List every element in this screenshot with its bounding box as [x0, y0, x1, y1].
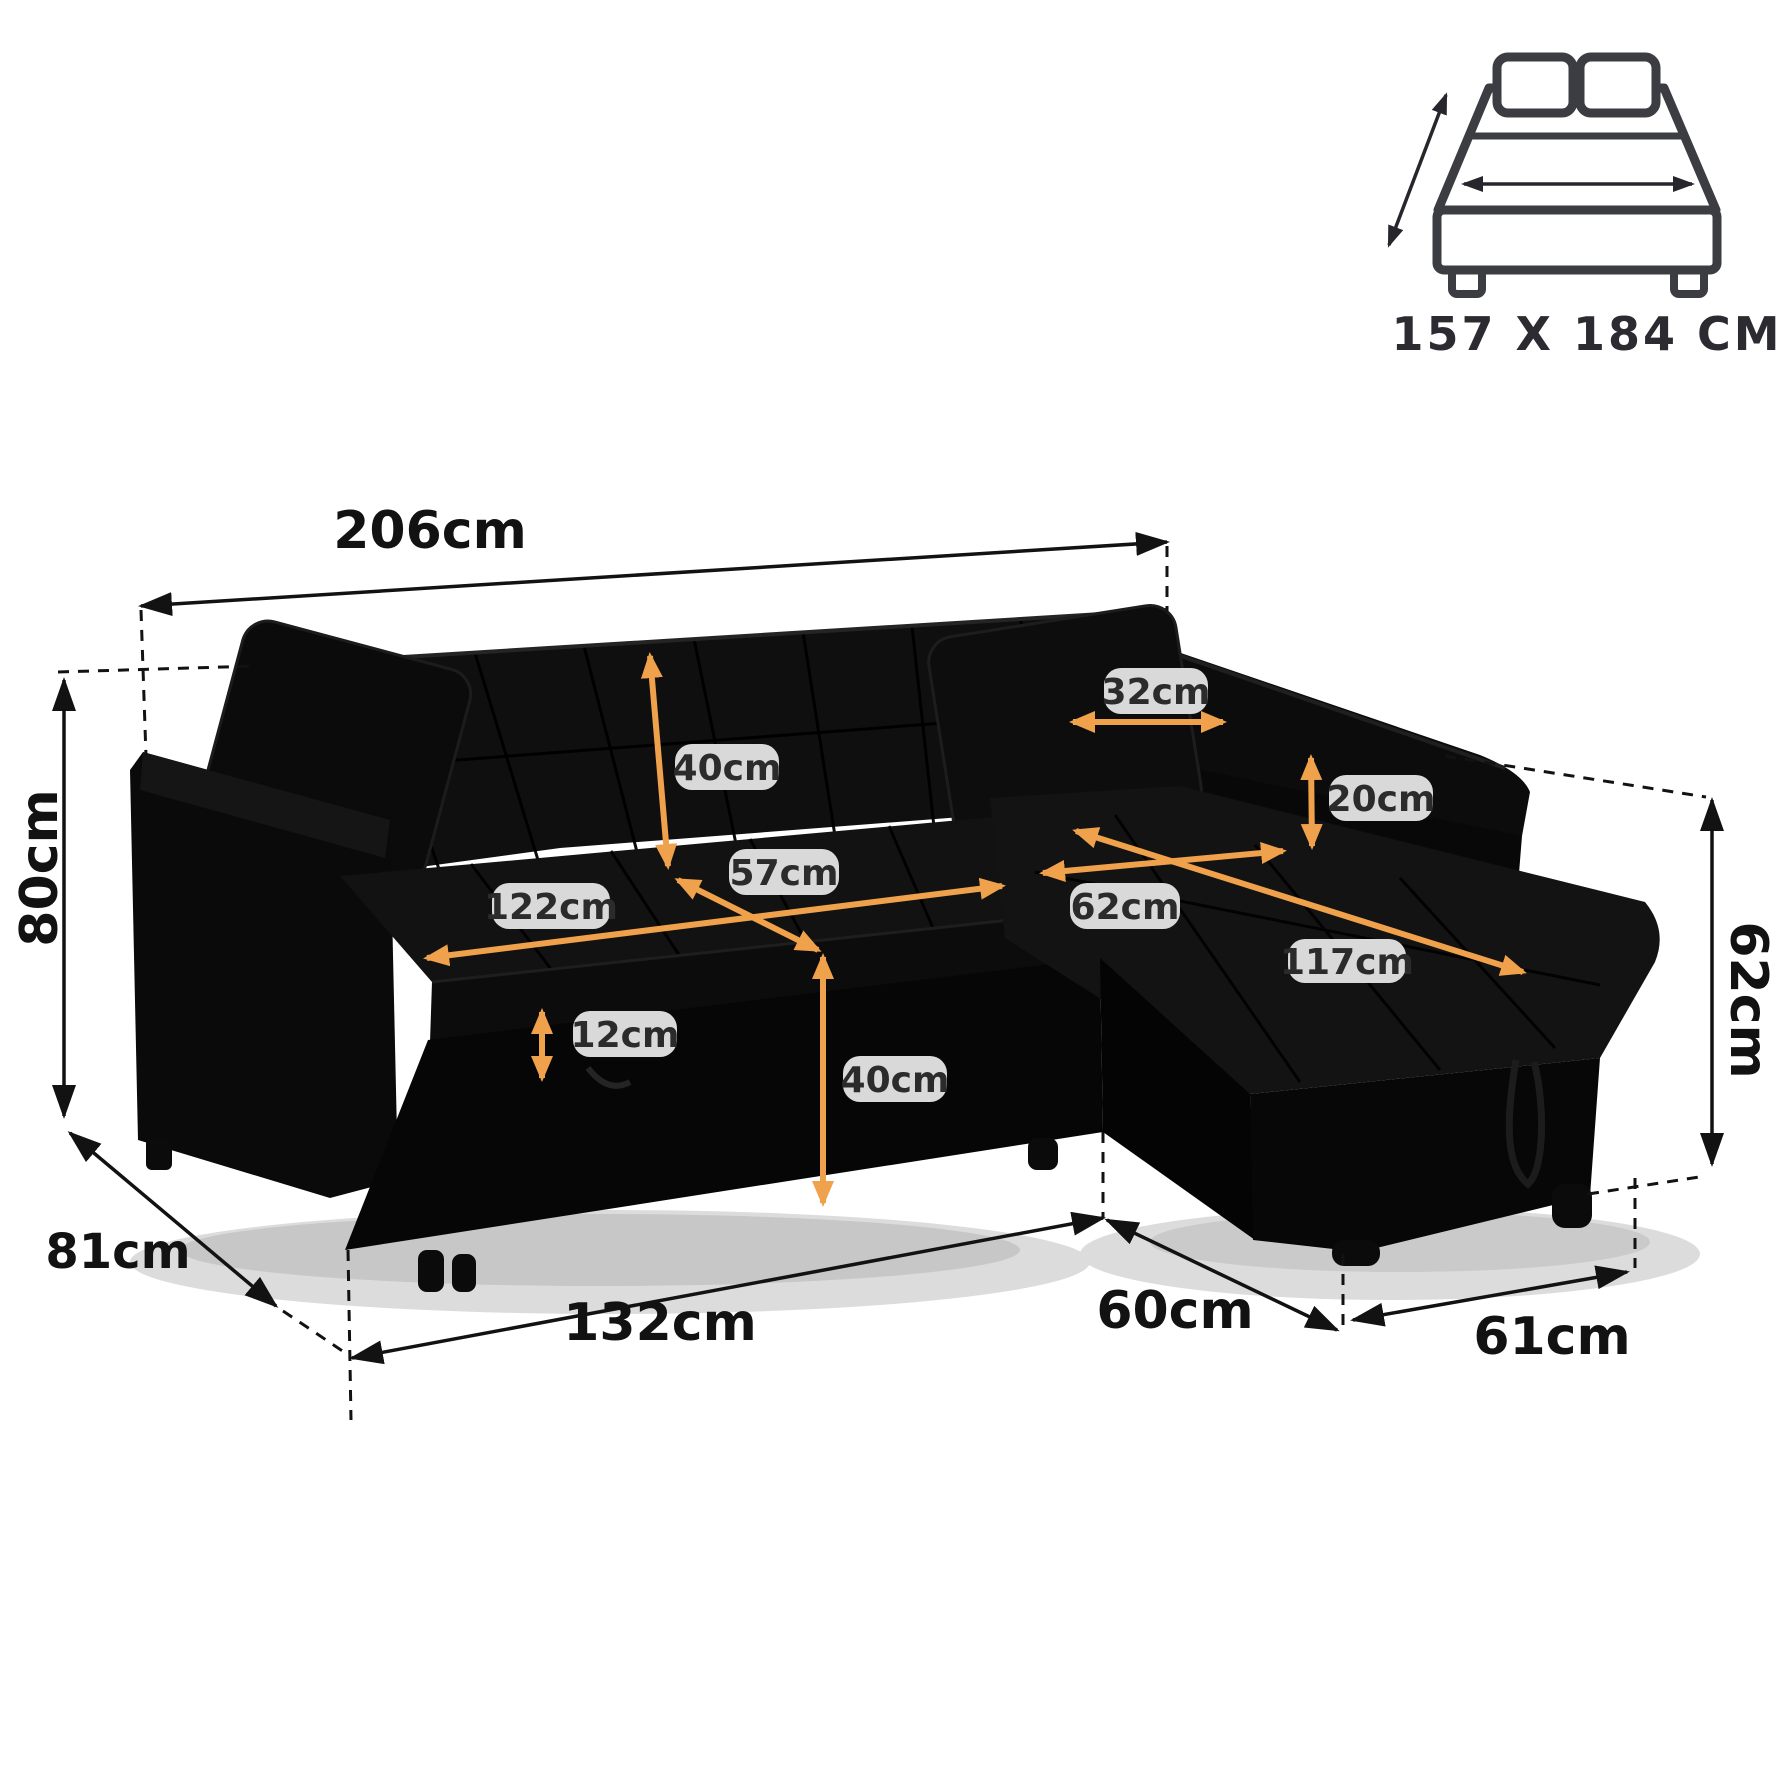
dim-label-bed-extension: 60cm: [1096, 1281, 1253, 1341]
orange-dimension-label-boxes: [492, 668, 1433, 1102]
dim-arrow-chaise-seat-length: [1072, 827, 1527, 976]
dim-label-total-height: 80cm: [10, 789, 70, 946]
dim-label-total-depth: 81cm: [45, 1224, 190, 1280]
orange-dimension-label-texts: 40cm 32cm 20cm 57cm 122cm 62cm 117cm 12c…: [484, 672, 1435, 1101]
orange-dimension-arrows: [423, 652, 1527, 1207]
label-box-seat-depth: [729, 849, 839, 895]
left-armrest: [130, 752, 398, 1198]
label-box-chaise-seat-width: [1070, 883, 1180, 929]
dim-label-chaise-seat-width: 62cm: [1071, 887, 1180, 928]
dim-arrow-bed-extension: [1104, 1218, 1340, 1332]
dim-label-back-cushion-width: 32cm: [1102, 672, 1211, 713]
dim-label-seat-depth: 57cm: [730, 853, 839, 894]
label-box-armrest-above-seat: [1329, 775, 1433, 821]
dim-arrow-chaise-base: [1350, 1265, 1630, 1327]
dim-arrow-backrest-height: [640, 652, 678, 870]
chaise-foot: [1332, 1240, 1380, 1266]
caster-wheel: [452, 1254, 476, 1292]
bed-icon-base: [1432, 205, 1722, 275]
caster-wheel: [418, 1250, 444, 1292]
dim-arrow-base-length: [349, 1211, 1106, 1365]
black-dimension-arrows: [52, 531, 1724, 1365]
dim-label-chaise-base: 61cm: [1473, 1307, 1630, 1367]
dim-label-total-width: 206cm: [333, 501, 527, 561]
chaise-base-side: [1100, 958, 1255, 1240]
sofa-bed-size-icon: 157 X 184 CM: [1387, 52, 1780, 361]
label-box-cushion-thickness: [573, 1011, 677, 1057]
bed-icon-pillow: [1492, 52, 1578, 118]
label-box-backrest-height: [675, 744, 779, 790]
left-armrest-top: [140, 752, 390, 858]
dim-arrow-seat-length: [423, 877, 1006, 967]
ext-line: [1444, 754, 1707, 799]
ext-line: [1587, 1174, 1707, 1196]
dim-arrow-total-width: [138, 531, 1170, 617]
label-box-seat-height: [843, 1056, 947, 1102]
caster-wheel: [1028, 1138, 1058, 1170]
base-handle: [585, 1066, 632, 1089]
bed-icon-pillow: [1575, 52, 1661, 118]
label-box-seat-length: [492, 883, 610, 929]
bed-icon-length-arrow: [1387, 92, 1448, 248]
right-armrest-top-highlight: [1174, 652, 1506, 770]
dim-label-chaise-seat-length: 117cm: [1280, 942, 1414, 983]
label-box-chaise-seat-length: [1288, 939, 1406, 983]
floor-shadow: [180, 1214, 1020, 1286]
chaise-strap: [1505, 1059, 1545, 1189]
dim-arrow-armrest-above-seat: [1300, 754, 1323, 850]
orange-dimensions: 40cm 32cm 20cm 57cm 122cm 62cm 117cm 12c…: [423, 652, 1527, 1207]
dim-label-base-length: 132cm: [563, 1293, 757, 1353]
dim-label-backrest-height: 40cm: [673, 748, 782, 789]
dim-label-chaise-height: 62cm: [1718, 921, 1778, 1078]
dim-label-seat-height: 40cm: [841, 1060, 950, 1101]
left-armrest-foot: [146, 1138, 172, 1170]
ext-line: [139, 609, 148, 757]
black-dimensions: 206cm 80cm 81cm 132cm 60cm 61cm 62cm: [10, 501, 1778, 1421]
bed-icon-caption: 157 X 184 CM: [1391, 307, 1780, 361]
sofa-illustration: [130, 603, 1700, 1314]
dim-label-armrest-above-seat: 20cm: [1327, 779, 1436, 820]
label-box-back-cushion-width: [1104, 668, 1208, 714]
chaise-foot: [1552, 1184, 1592, 1228]
ext-line: [282, 1309, 351, 1358]
dim-arrow-total-depth: [67, 1131, 279, 1308]
dim-label-cushion-thickness: 12cm: [571, 1015, 680, 1056]
dim-label-seat-length: 122cm: [484, 887, 618, 928]
ext-line: [57, 664, 258, 674]
